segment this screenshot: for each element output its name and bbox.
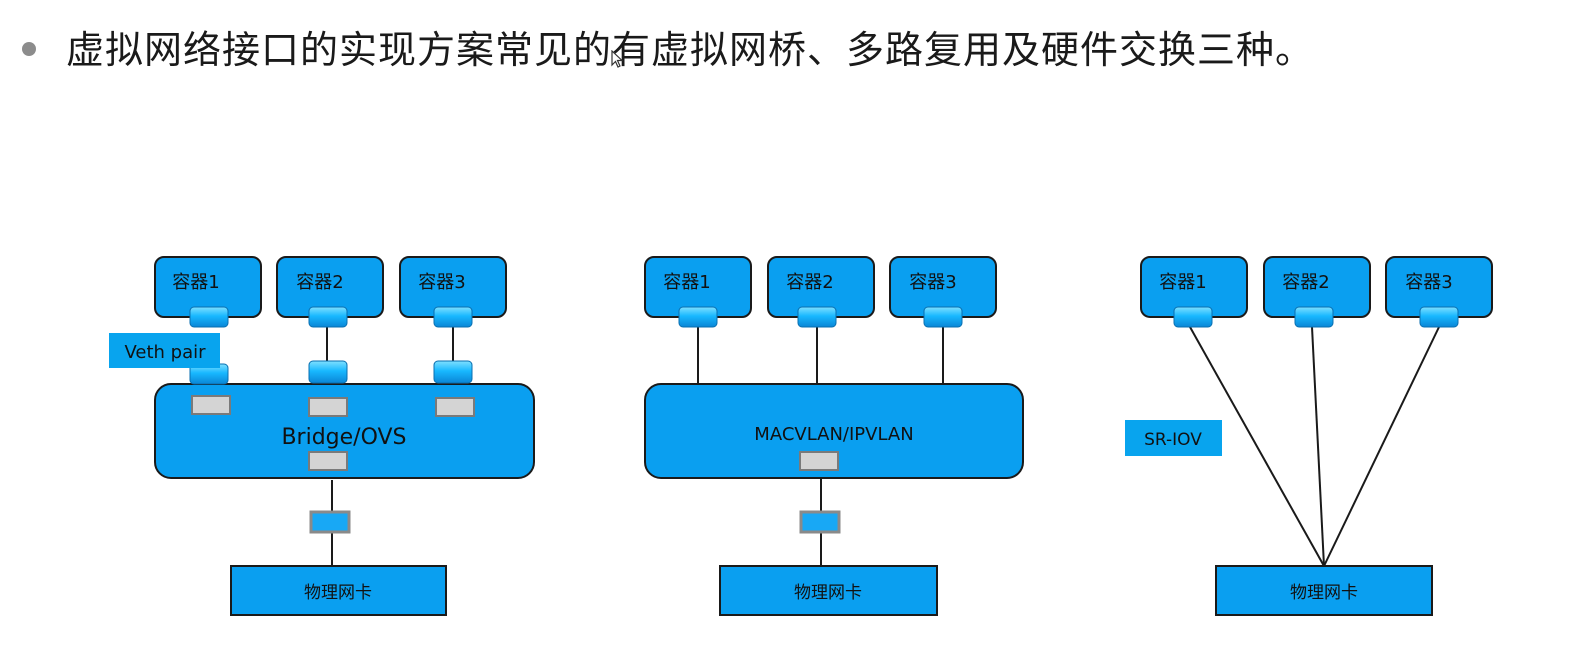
veth-port <box>189 306 229 328</box>
container-box: 容器1 <box>644 256 752 318</box>
container-label: 容器3 <box>418 272 465 293</box>
bridge-hub-label: Bridge/OVS <box>281 425 406 450</box>
uplink-port <box>308 451 348 471</box>
bridge-port <box>435 397 475 417</box>
container-label: 容器1 <box>172 272 219 293</box>
bullet-line: 虚拟网络接口的实现方案常见的有虚拟网桥、多路复用及硬件交换三种。 <box>22 14 1314 78</box>
vf-port <box>1294 306 1334 328</box>
physical-nic <box>719 565 938 616</box>
veth-pair-label: Veth pair <box>124 342 206 363</box>
container-label: 容器2 <box>786 272 833 293</box>
link-line <box>1189 326 1325 567</box>
veth-port <box>308 306 348 328</box>
nic-port <box>309 510 351 534</box>
veth-port <box>923 306 963 328</box>
container-label: 容器1 <box>1159 272 1206 293</box>
veth-pair-tag <box>109 333 220 368</box>
sriov-diagram: 容器1 容器2 容器3 SR-IOV 物理网卡 <box>1125 256 1493 616</box>
veth-port <box>678 306 718 328</box>
container-label: 容器2 <box>296 272 343 293</box>
container-box: 容器1 <box>154 256 262 318</box>
veth-port <box>433 360 473 384</box>
veth-port <box>308 360 348 384</box>
physical-nic-label: 物理网卡 <box>1290 583 1358 603</box>
nic-port <box>799 510 841 534</box>
bridge-diagram: 容器1 容器2 容器3 Bridge/OVS Veth pair <box>109 256 535 616</box>
veth-port <box>433 306 473 328</box>
physical-nic-label: 物理网卡 <box>794 583 862 603</box>
macvlan-hub-label: MACVLAN/IPVLAN <box>754 424 913 445</box>
sr-iov-label: SR-IOV <box>1144 430 1202 450</box>
macvlan-hub <box>644 383 1024 479</box>
link-line <box>1323 326 1440 567</box>
mouse-cursor-icon <box>611 50 624 68</box>
container-box: 容器2 <box>767 256 875 318</box>
container-box: 容器1 <box>1140 256 1248 318</box>
container-label: 容器3 <box>909 272 956 293</box>
container-box: 容器2 <box>1263 256 1371 318</box>
slide-heading: 虚拟网络接口的实现方案常见的有虚拟网桥、多路复用及硬件交换三种。 <box>66 27 1315 72</box>
link-line <box>1311 326 1325 567</box>
bridge-port <box>308 397 348 417</box>
physical-nic-label: 物理网卡 <box>304 583 372 603</box>
container-label: 容器3 <box>1405 272 1452 293</box>
physical-nic <box>1215 565 1433 616</box>
uplink-port <box>799 451 839 471</box>
container-box: 容器3 <box>399 256 507 318</box>
veth-port <box>797 306 837 328</box>
bridge-port <box>191 395 231 415</box>
container-label: 容器1 <box>663 272 710 293</box>
physical-nic <box>230 565 447 616</box>
container-label: 容器2 <box>1282 272 1329 293</box>
sr-iov-tag <box>1125 420 1222 456</box>
macvlan-diagram: 容器1 容器2 容器3 MACVLAN/IPVLAN 物理网卡 <box>644 256 1024 616</box>
vf-port <box>1419 306 1459 328</box>
vf-port <box>1173 306 1213 328</box>
bullet-dot-icon <box>22 42 36 56</box>
